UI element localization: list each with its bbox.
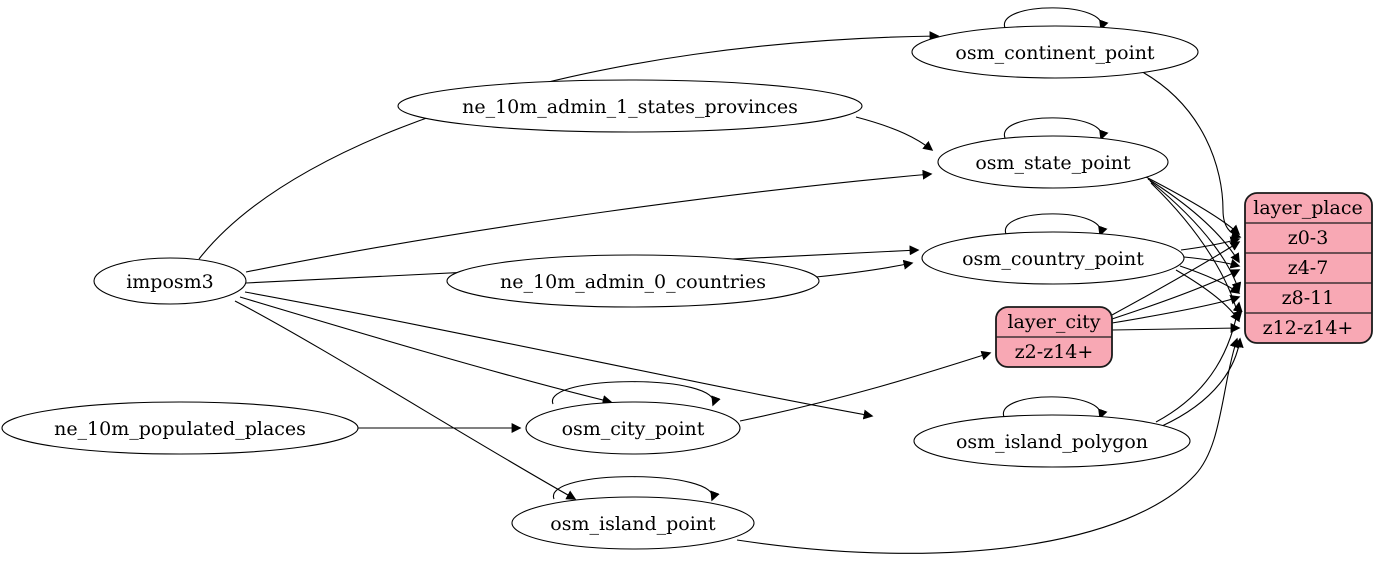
node-ne_10m_admin_1_states_provinces-label: ne_10m_admin_1_states_provinces [462,96,798,118]
node-osm_country_point-label: osm_country_point [962,248,1144,270]
node-ne_10m_admin_0_countries-shape [446,254,820,308]
edge-osm_city_point-layer_city [739,350,992,422]
selfloop-osm_island_point [553,476,720,502]
selfloop-osm_state_point [1004,117,1109,141]
node-osm_continent_point-shape [911,25,1199,79]
selfloop-osm_continent_point [1004,7,1109,31]
selfloop-osm_city_point [552,381,721,407]
edge-layer_city-layer_place-z4-7 [1111,269,1241,320]
node-osm_country_point: osm_country_point [921,231,1185,285]
edge-imposm3-osm_continent_point [198,31,940,260]
node-imposm3-label: imposm3 [126,271,214,293]
edge-ne_10m_admin_1_states_provinces-osm_state_point [855,116,934,151]
node-ne_10m_populated_places: ne_10m_populated_places [1,401,359,455]
node-layer_city-row-z2-z14: z2-z14+ [1015,341,1094,363]
edge-imposm3-osm_island_point [234,300,577,500]
node-osm_continent_point: osm_continent_point [911,25,1199,79]
node-layer_city-title: layer_city [1007,311,1100,333]
selfloop-osm_island_polygon [1003,396,1108,420]
node-osm_city_point-shape [525,401,741,455]
edge-osm_state_point-layer_place-z8-11 [1149,180,1242,293]
node-layer_place-row-z8-11: z8-11 [1282,287,1335,309]
node-layer_city: layer_city z2-z14+ [995,306,1113,368]
edge-osm_state_point-layer_place-z4-7 [1147,178,1240,264]
node-imposm3: imposm3 [93,257,247,305]
node-osm_island_polygon: osm_island_polygon [913,414,1191,468]
node-ne_10m_admin_1_states_provinces: ne_10m_admin_1_states_provinces [397,79,863,133]
edge-osm_country_point-layer_place-z8-11 [1179,265,1241,294]
node-imposm3-shape [93,257,247,305]
node-layer_place-row-z4-7: z4-7 [1288,257,1329,279]
edge-layer_city-layer_place-z8-11 [1111,294,1241,324]
edge-osm_country_point-layer_place-z4-7 [1183,256,1241,269]
edge-layer_city-layer_place-z0-3 [1111,241,1241,316]
node-osm_state_point-shape [937,135,1169,189]
node-ne_10m_admin_0_countries-label: ne_10m_admin_0_countries [500,271,766,293]
edge-osm_island_polygon-layer_place-z12-z14 [1161,337,1244,427]
edge-osm_country_point-layer_place-z12-z14 [1175,269,1240,323]
node-layer_place-row-z12-z14: z12-z14+ [1263,317,1354,339]
node-osm_island_polygon-shape [913,414,1191,468]
edge-ne_10m_admin_0_countries-osm_country_point [815,259,914,278]
edge-osm_state_point-layer_place-z0-3 [1145,176,1241,236]
node-osm_state_point-label: osm_state_point [975,152,1131,174]
node-layer_place-row-z0-3: z0-3 [1288,227,1329,249]
edge-osm_island_polygon-layer_place-z8-11 [1155,301,1243,423]
edge-osm_island_point-layer_place-z12-z14 [736,337,1240,554]
node-ne_10m_admin_1_states_provinces-shape [397,79,863,133]
node-osm_island_polygon-label: osm_island_polygon [956,431,1148,453]
node-layer_place: layer_place z0-3 z4-7 z8-11 z12-z14+ [1244,192,1373,344]
node-osm_continent_point-label: osm_continent_point [955,42,1155,64]
edges [198,7,1244,554]
edge-layer_city-layer_place-z12-z14 [1111,323,1241,333]
node-ne_10m_admin_0_countries: ne_10m_admin_0_countries [446,254,820,308]
edge-osm_country_point-layer_place-z0-3 [1180,236,1241,251]
node-osm_island_point: osm_island_point [511,496,755,550]
node-osm_country_point-shape [921,231,1185,285]
node-osm_city_point: osm_city_point [525,401,741,455]
edge-imposm3-osm_city_point [239,296,613,405]
selfloop-osm_country_point [1005,213,1108,237]
edge-imposm3-osm_state_point [245,169,933,273]
node-osm_island_point-label: osm_island_point [550,513,716,535]
node-ne_10m_populated_places-shape [1,401,359,455]
node-ne_10m_populated_places-label: ne_10m_populated_places [54,418,306,440]
node-layer_place-title: layer_place [1253,197,1362,219]
node-osm_city_point-label: osm_city_point [562,418,705,440]
node-osm_island_point-shape [511,496,755,550]
node-layer_place-shape [1244,192,1373,344]
node-osm_state_point: osm_state_point [937,135,1169,189]
edge-imposm3-osm_island_polygon [244,291,874,420]
